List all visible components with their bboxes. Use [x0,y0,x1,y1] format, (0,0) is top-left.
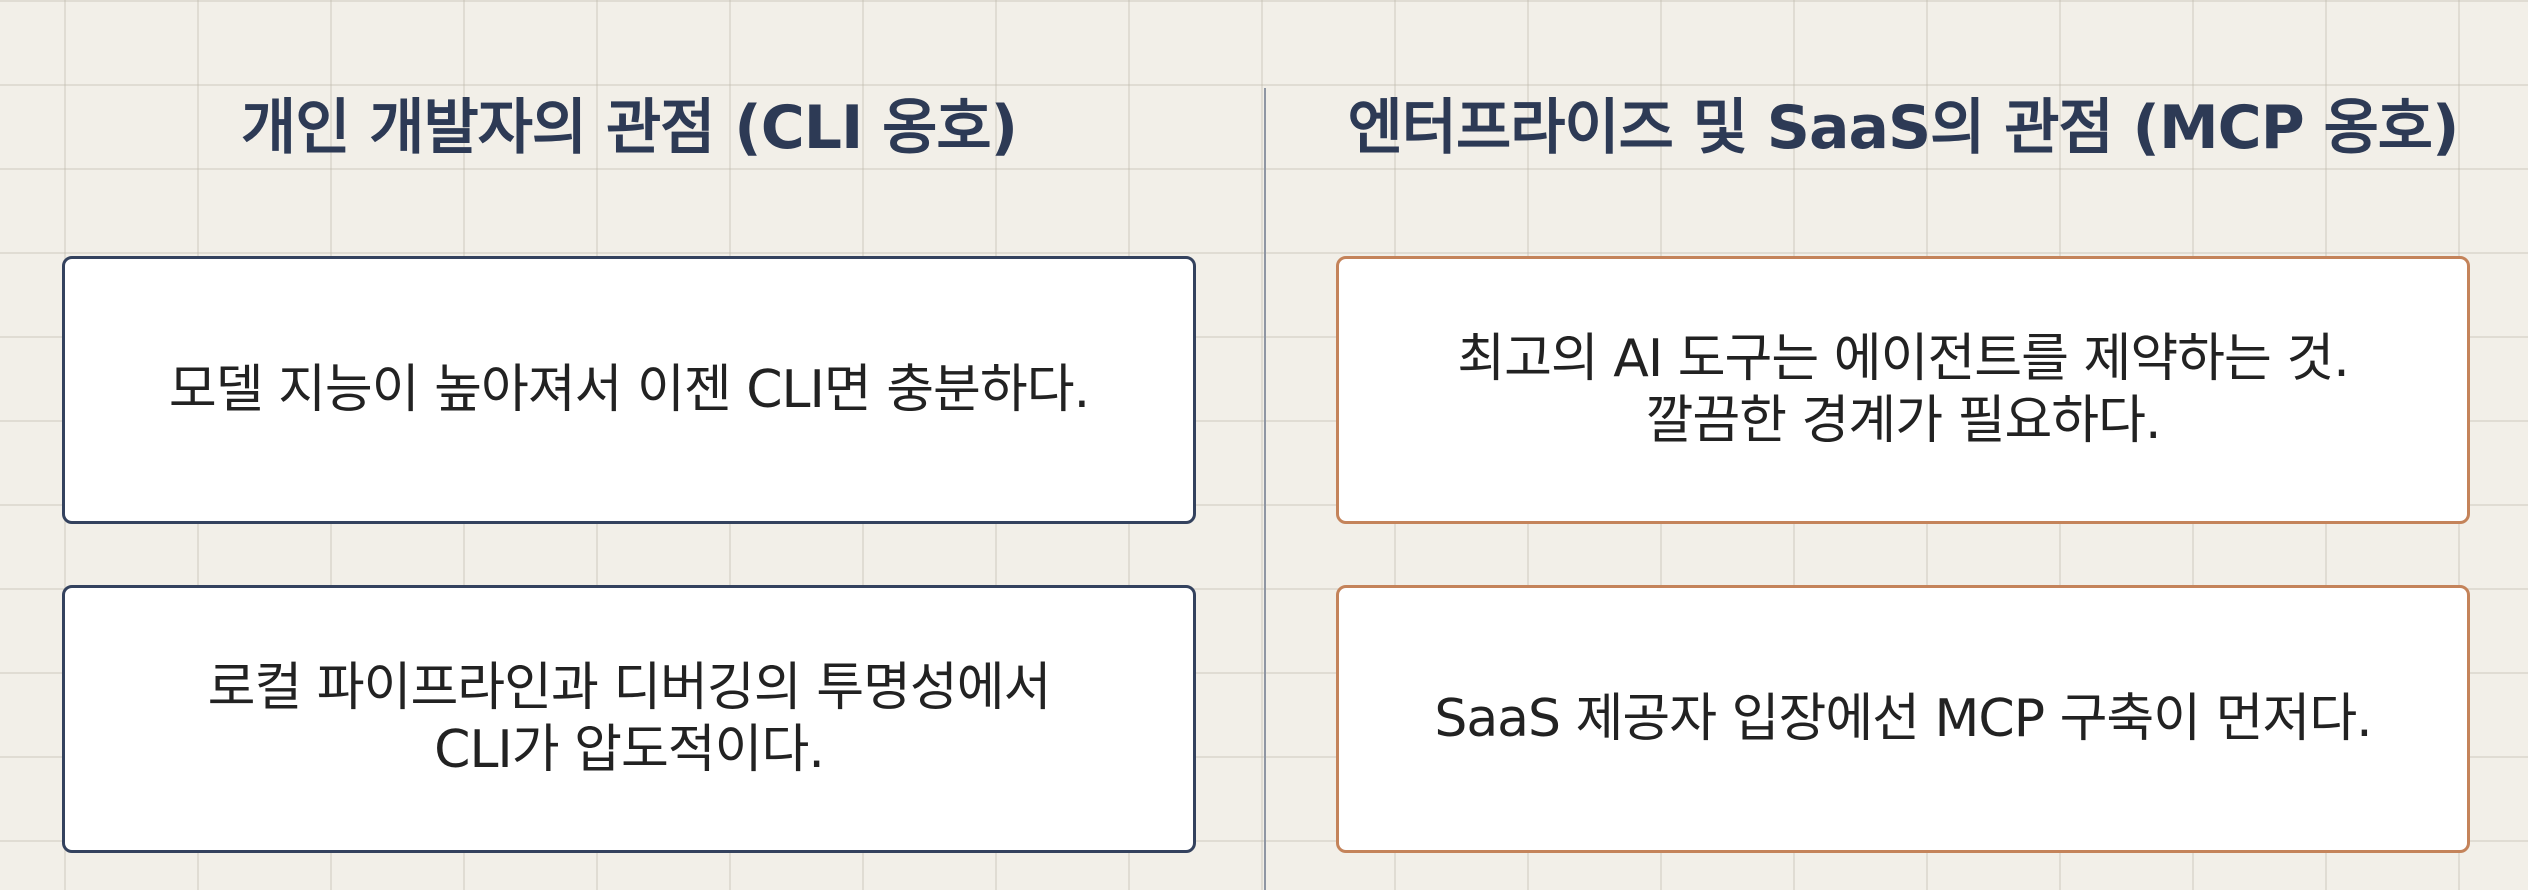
column-divider [1264,88,1266,890]
card-text-line: 최고의 AI 도구는 에이전트를 제약하는 것. [1457,328,2350,389]
left-column-title: 개인 개발자의 관점 (CLI 옹호) [241,92,1018,163]
card-text-line: 깔끔한 경계가 필요하다. [1645,391,2162,451]
cli-card-local-pipeline: 로컬 파이프라인과 디버깅의 투명성에서 CLI가 압도적이다. [62,585,1196,853]
card-text-line: 로컬 파이프라인과 디버깅의 투명성에서 [207,657,1052,718]
card-text-line: CLI가 압도적이다. [434,720,825,780]
card-text-line: 모델 지능이 높아져서 이젠 CLI면 충분하다. [168,359,1090,420]
right-column-title: 엔터프라이즈 및 SaaS의 관점 (MCP 옹호) [1347,92,2460,163]
mcp-card-constrain-agent: 최고의 AI 도구는 에이전트를 제약하는 것. 깔끔한 경계가 필요하다. [1336,256,2470,524]
cli-card-model-intelligence: 모델 지능이 높아져서 이젠 CLI면 충분하다. [62,256,1196,524]
card-text-line: SaaS 제공자 입장에선 MCP 구축이 먼저다. [1434,688,2372,749]
mcp-card-saas-provider: SaaS 제공자 입장에선 MCP 구축이 먼저다. [1336,585,2470,853]
